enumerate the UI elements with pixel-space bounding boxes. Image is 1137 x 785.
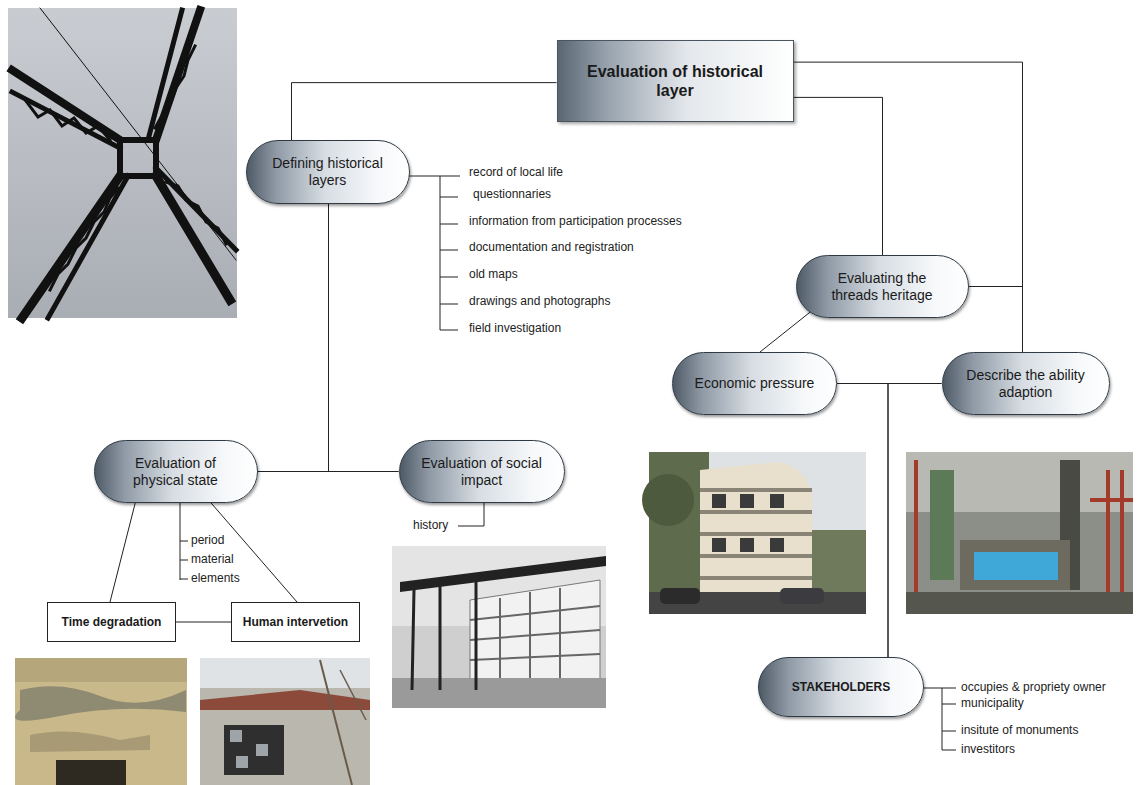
factor-box: Human intervetion [231,602,360,642]
factor-box: Time degradation [47,602,176,642]
connector-line [329,204,399,472]
tower-photo [8,8,237,318]
connector [329,204,399,472]
list-label: field investigation [468,321,562,336]
connector-line [888,384,942,658]
connector [888,384,942,658]
connector-line [176,622,231,623]
node-text: Defining historical layers [263,155,393,189]
process-pill: Describe the ability adaption [942,352,1110,415]
list-label: information from participation processes [468,214,683,229]
connector-line [969,287,1023,353]
connector [794,62,1023,352]
connector-line [209,500,298,602]
process-pill: Economic pressure [672,352,837,415]
node-text: Human intervetion [243,615,348,630]
connector [292,83,557,140]
list-label: elements [190,571,241,586]
process-pill: Evaluation of physical state [94,440,258,503]
connector [969,287,1023,353]
list-label: municipality [960,696,1025,711]
node-text: Evaluating the threads heritage [813,270,952,304]
connector-line [760,311,812,352]
connector-line [794,97,883,255]
connector-line [292,83,557,140]
process-pill: Evaluating the threads heritage [796,255,969,318]
industrial-photo [906,452,1133,614]
ruin-photo [200,658,370,785]
historic-photo [392,546,606,708]
list-label: occupies & propriety owner [960,680,1107,695]
connector [837,384,888,658]
list-label: questionnaries [472,187,552,202]
list-label: old maps [468,267,519,282]
connector [110,498,137,602]
list-label: material [190,552,235,567]
connector-line [258,471,399,472]
node-text: STAKEHOLDERS [792,680,890,695]
process-pill: Defining historical layers [246,140,410,204]
connector [258,204,329,472]
node-text: Evaluation of physical state [111,455,241,489]
stakeholder-pill: STAKEHOLDERS [758,657,924,717]
list-label: drawings and photographs [468,294,611,309]
connector-line [794,62,1023,352]
node-text: Describe the ability adaption [959,367,1093,401]
connector-line [258,204,329,472]
connector-line [837,384,888,658]
connector [258,471,399,472]
node-text: Time degradation [62,615,162,630]
building-photo [642,452,866,614]
list-label: record of local life [468,165,564,180]
list-label: history [412,518,449,533]
list-label: documentation and registration [468,240,635,255]
node-text: Evaluation of historical layer [572,62,779,100]
connector [760,311,812,352]
connector-line [110,498,137,602]
connector [176,622,231,623]
process-pill: Evaluation of social impact [399,440,565,503]
node-text: Economic pressure [695,375,815,392]
list-label: period [190,533,225,548]
list-label: investitors [960,742,1016,757]
wall-photo [15,658,187,785]
list-label: insitute of monuments [960,723,1079,738]
connector [209,500,298,602]
main-box: Evaluation of historical layer [557,40,794,122]
connector [794,97,883,255]
node-text: Evaluation of social impact [416,455,548,489]
